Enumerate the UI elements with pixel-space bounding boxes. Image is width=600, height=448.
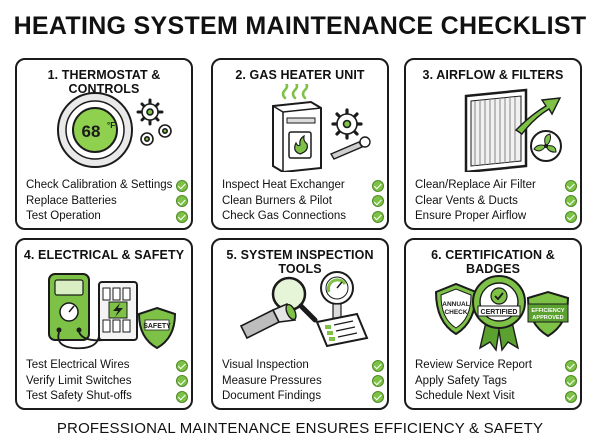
check-icon — [176, 359, 188, 372]
card-title: 5. SYSTEM INSPECTION TOOLS — [226, 248, 374, 276]
checklist: Inspect Heat Exchanger Clean Burners & P… — [222, 178, 384, 225]
card-title: 4. ELECTRICAL & SAFETY — [23, 248, 185, 262]
list-item: Clean Burners & Pilot — [222, 194, 384, 210]
air-filter-icon — [464, 88, 528, 172]
shield-icon: SAFETY — [137, 306, 177, 350]
card-title: 6. CERTIFICATION & BADGES — [431, 248, 555, 276]
annual-check-shield-icon: ANNUAL CHECK — [434, 282, 478, 336]
check-icon — [372, 210, 384, 223]
fan-icon — [530, 130, 562, 162]
checklist: Visual Inspection Measure Pressures Docu… — [222, 358, 384, 405]
svg-text:CERTIFIED: CERTIFIED — [481, 309, 518, 316]
check-icon — [565, 195, 577, 208]
gear-icon — [331, 108, 363, 140]
check-icon — [372, 179, 384, 192]
thermostat-display: 68 — [82, 122, 101, 141]
card-electrical: 4. ELECTRICAL & SAFETY SAFETY — [15, 238, 193, 410]
footer-tagline: PROFESSIONAL MAINTENANCE ENSURES EFFICIE… — [56, 420, 544, 437]
list-item: Measure Pressures — [222, 374, 384, 390]
check-icon — [176, 375, 188, 388]
list-item: Clear Vents & Ducts — [415, 194, 577, 210]
pressure-gauge-icon — [320, 271, 354, 319]
checklist: Check Calibration & Settings Replace Bat… — [26, 178, 188, 225]
gears-icon — [136, 98, 172, 146]
check-icon — [176, 210, 188, 223]
thermostat-illustration: 68 °F — [57, 92, 172, 168]
flame-icon — [294, 134, 308, 155]
flashlight-icon — [239, 302, 297, 340]
checklist: Clean/Replace Air Filter Clear Vents & D… — [415, 178, 577, 225]
card-thermostat: 1. THERMOSTAT & CONTROLS 68 °F Check Cal… — [15, 58, 193, 230]
list-item: Verify Limit Switches — [26, 374, 188, 390]
efficiency-approved-shield-icon: EFFICIENCY APPROVED — [526, 290, 570, 338]
check-icon — [372, 375, 384, 388]
list-item: Test Safety Shut-offs — [26, 389, 188, 405]
card-title: 2. GAS HEATER UNIT — [235, 68, 365, 82]
svg-text:ANNUAL: ANNUAL — [442, 301, 469, 308]
thermostat-unit: °F — [107, 121, 115, 130]
check-icon — [176, 390, 188, 403]
tablet-checklist-icon — [315, 312, 369, 348]
check-icon — [565, 179, 577, 192]
list-item: Clean/Replace Air Filter — [415, 178, 577, 194]
airflow-illustration — [464, 88, 562, 172]
wrench-icon — [329, 136, 371, 160]
check-icon — [565, 390, 577, 403]
check-icon — [372, 195, 384, 208]
inspection-tools-illustration — [239, 271, 369, 348]
gas-heater-illustration — [272, 84, 371, 172]
circuit-breaker-icon — [98, 281, 138, 341]
list-item: Check Calibration & Settings — [26, 178, 188, 194]
svg-text:EFFICIENCY: EFFICIENCY — [531, 308, 565, 314]
list-item: Apply Safety Tags — [415, 374, 577, 390]
list-item: Ensure Proper Airflow — [415, 209, 577, 225]
heat-waves-icon — [281, 84, 309, 100]
check-icon — [565, 210, 577, 223]
list-item: Document Findings — [222, 389, 384, 405]
check-icon — [372, 390, 384, 403]
list-item: Review Service Report — [415, 358, 577, 374]
card-title: 3. AIRFLOW & FILTERS — [422, 68, 564, 82]
thermostat-icon: 68 °F — [57, 92, 133, 168]
list-item: Check Gas Connections — [222, 209, 384, 225]
card-airflow: 3. AIRFLOW & FILTERS Clean/Replace Air F… — [404, 58, 582, 230]
electrical-illustration: SAFETY — [48, 273, 177, 350]
check-icon — [565, 359, 577, 372]
list-item: Replace Batteries — [26, 194, 188, 210]
card-certification: 6. CERTIFICATION & BADGES ANNUAL CHECK C… — [404, 238, 582, 410]
check-icon — [372, 359, 384, 372]
gas-heater-icon — [272, 100, 322, 172]
card-title: 1. THERMOSTAT & CONTROLS — [47, 68, 161, 96]
card-inspection-tools: 5. SYSTEM INSPECTION TOOLS — [211, 238, 389, 410]
list-item: Inspect Heat Exchanger — [222, 178, 384, 194]
check-icon — [176, 195, 188, 208]
check-icon — [565, 375, 577, 388]
checklist: Review Service Report Apply Safety Tags … — [415, 358, 577, 405]
list-item: Test Electrical Wires — [26, 358, 188, 374]
list-item: Visual Inspection — [222, 358, 384, 374]
checklist: Test Electrical Wires Verify Limit Switc… — [26, 358, 188, 405]
lightning-icon — [108, 301, 128, 319]
arrow-icon — [514, 97, 562, 135]
svg-text:APPROVED: APPROVED — [532, 315, 563, 321]
list-item: Schedule Next Visit — [415, 389, 577, 405]
safety-badge-label: SAFETY — [143, 323, 171, 330]
card-gas-heater: 2. GAS HEATER UNIT — [211, 58, 389, 230]
check-icon — [176, 179, 188, 192]
multimeter-icon — [48, 273, 106, 350]
list-item: Test Operation — [26, 209, 188, 225]
certified-rosette-icon: CERTIFIED — [472, 275, 526, 352]
page-title: HEATING SYSTEM MAINTENANCE CHECKLIST — [13, 12, 587, 40]
svg-text:CHECK: CHECK — [444, 309, 467, 316]
certification-illustration: ANNUAL CHECK CERTIFIED EFFICIENCY APPROV… — [434, 275, 570, 352]
